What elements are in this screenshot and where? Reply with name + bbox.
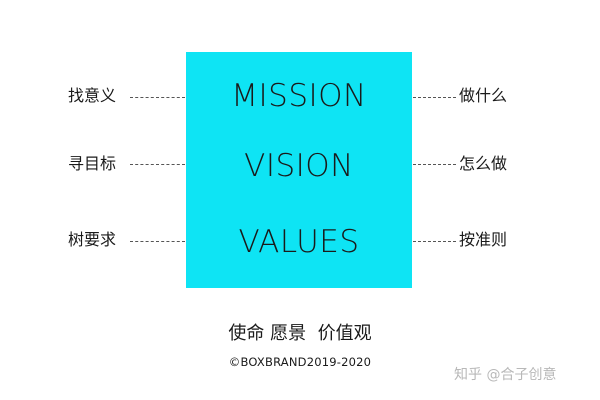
- watermark: 知乎 @合子创意: [454, 367, 557, 383]
- left-connector-vision: [130, 164, 185, 165]
- right-connector-mission: [413, 97, 456, 98]
- left-connector-mission: [130, 97, 185, 98]
- values-word: VALUES: [238, 224, 360, 260]
- center-box: MISSION VISION VALUES: [186, 52, 412, 288]
- left-connector-values: [130, 241, 185, 242]
- right-label-mission: 做什么: [459, 86, 508, 105]
- left-label-vision: 寻目标: [68, 154, 117, 173]
- right-connector-values: [413, 241, 456, 242]
- copyright-text: ©BOXBRAND2019-2020: [228, 355, 372, 369]
- caption: 使命 愿景 价值观: [228, 323, 372, 344]
- right-label-vision: 怎么做: [459, 154, 508, 173]
- right-connector-vision: [413, 164, 456, 165]
- left-label-values: 树要求: [68, 230, 117, 249]
- mission-word: MISSION: [231, 78, 367, 114]
- right-label-values: 按准则: [459, 230, 508, 249]
- vision-word: VISION: [244, 148, 354, 184]
- left-label-mission: 找意义: [68, 86, 117, 105]
